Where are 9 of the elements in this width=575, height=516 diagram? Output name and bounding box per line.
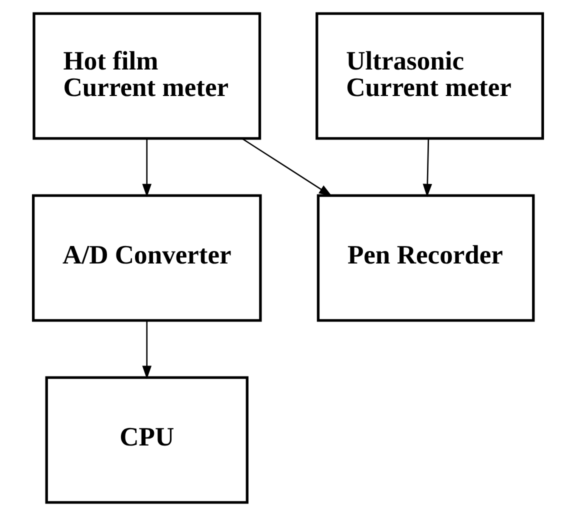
node-box: A/D Converter	[31, 194, 262, 322]
node-box: Pen Recorder	[316, 194, 534, 322]
node-box: CPU	[44, 376, 248, 504]
arrow	[142, 320, 152, 380]
arrow	[241, 138, 332, 197]
node-box: Hot film Current meter	[32, 12, 261, 140]
arrow	[422, 138, 432, 198]
node-box: Ultrasonic Current meter	[315, 12, 544, 140]
arrow	[142, 138, 152, 198]
